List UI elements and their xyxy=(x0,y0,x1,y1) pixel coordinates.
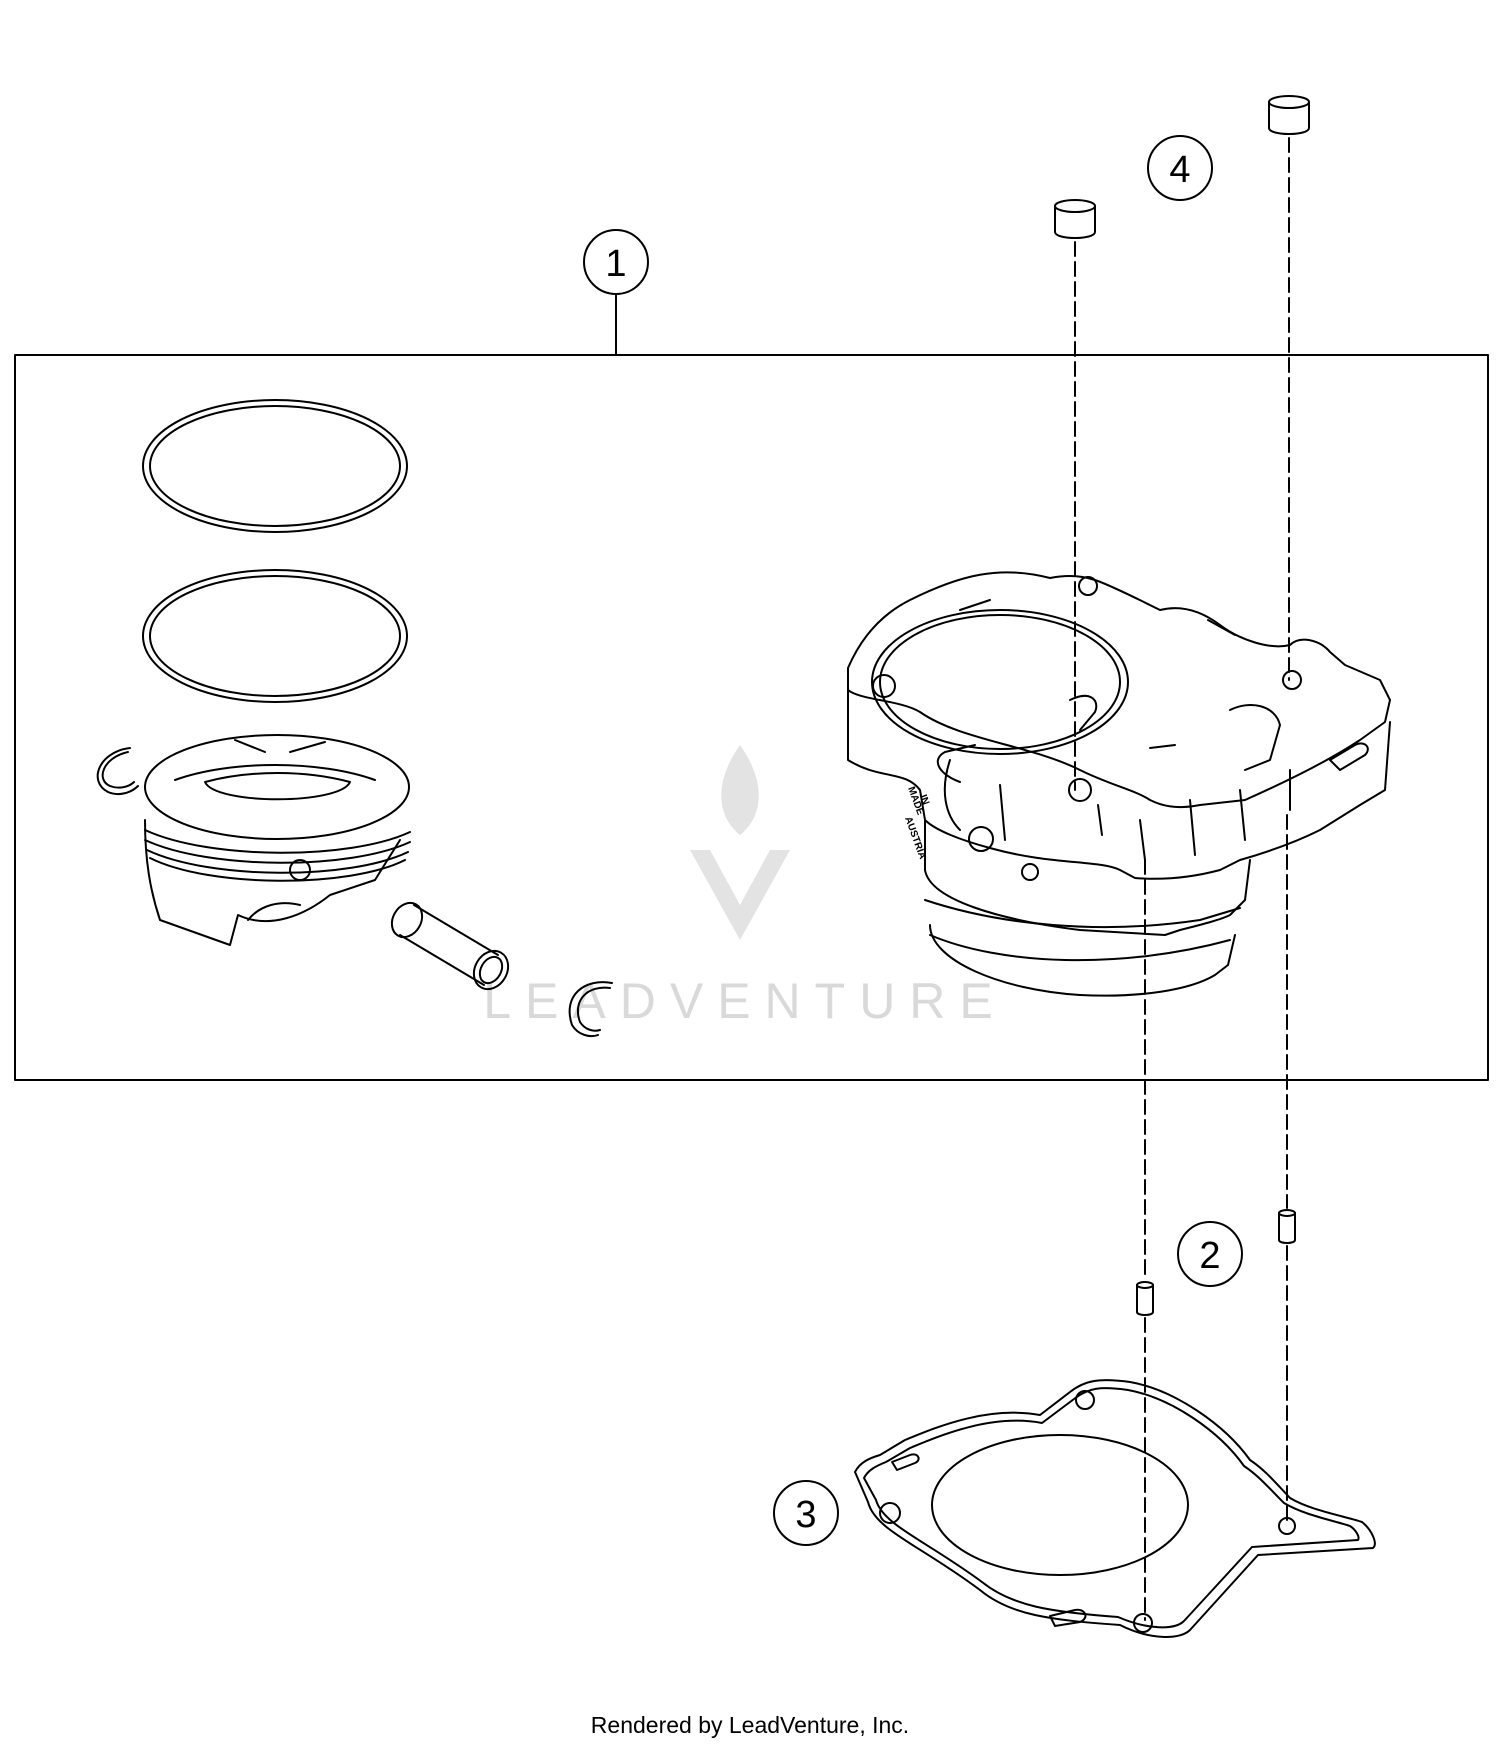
footer-credit: Rendered by LeadVenture, Inc. xyxy=(590,1712,910,1738)
assembly-guide-lines xyxy=(1074,137,1290,1621)
cylinder-base-gasket xyxy=(854,1379,1376,1638)
svg-text:IN: IN xyxy=(917,793,931,806)
piston-pin xyxy=(390,901,510,991)
watermark-text: LEADVENTURE xyxy=(483,973,1007,1029)
svg-text:1: 1 xyxy=(605,243,626,285)
svg-text:4: 4 xyxy=(1169,149,1190,191)
callout-4[interactable]: 4 xyxy=(1147,135,1213,201)
svg-text:AUSTRIA: AUSTRIA xyxy=(902,815,928,861)
svg-text:3: 3 xyxy=(795,1494,816,1536)
piston-ring-second xyxy=(142,569,408,703)
cylinder: MADE IN AUSTRIA xyxy=(847,571,1391,997)
circlip-right xyxy=(568,981,613,1038)
leadventure-watermark-logo xyxy=(690,745,790,940)
svg-text:2: 2 xyxy=(1199,1235,1220,1277)
stud-cap-left xyxy=(1054,199,1096,239)
circlip-left xyxy=(96,747,139,796)
dowel-pin-right xyxy=(1278,1209,1296,1244)
piston-ring-top xyxy=(142,399,408,533)
callout-2[interactable]: 2 xyxy=(1177,1221,1243,1287)
stud-cap-right xyxy=(1268,95,1310,135)
parts-diagram: LEADVENTURE 1 4 2 3 xyxy=(14,95,1489,1638)
dowel-pin-left xyxy=(1136,1281,1154,1316)
kit-outline-box xyxy=(14,354,1489,1081)
callout-1[interactable]: 1 xyxy=(583,229,649,295)
piston xyxy=(144,734,411,946)
callout-3[interactable]: 3 xyxy=(773,1480,839,1546)
